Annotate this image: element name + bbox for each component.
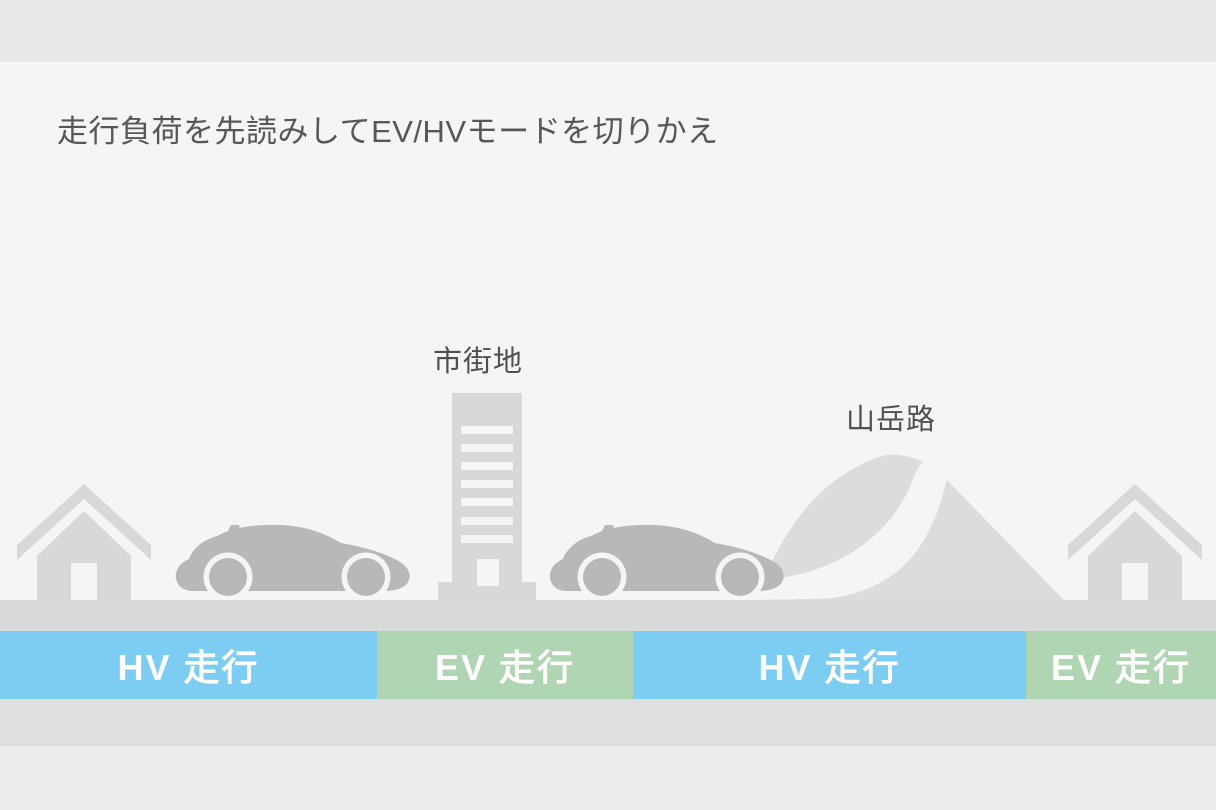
urban-area-label: 市街地: [433, 346, 524, 378]
road-curve: [490, 456, 949, 600]
top-band: [0, 0, 1216, 62]
mode-segment-hv-2: HV 走行: [633, 631, 1026, 699]
drive-mode-bar: HV 走行 EV 走行 HV 走行 EV 走行: [0, 631, 1216, 699]
page-title: 走行負荷を先読みしてEV/HVモードを切りかえ: [57, 114, 719, 149]
mode-segment-label: EV 走行: [1050, 647, 1192, 688]
mode-segment-label: HV 走行: [758, 647, 901, 688]
mode-segment-label: HV 走行: [117, 647, 260, 688]
mode-segment-label: EV 走行: [434, 647, 576, 688]
house-icon: [17, 484, 151, 600]
road-ground-strip: [0, 600, 1216, 631]
strip-below-bar: [0, 699, 1216, 746]
scene-illustration: [17, 393, 1202, 600]
mountain-road-label: 山岳路: [846, 404, 937, 436]
house-icon: [1068, 484, 1202, 600]
office-building-icon: [438, 393, 536, 600]
sedan-car-icon: [549, 524, 784, 600]
sedan-car-icon: [175, 524, 410, 600]
mode-segment-ev-2: EV 走行: [1026, 631, 1216, 699]
mode-segment-hv-1: HV 走行: [0, 631, 377, 699]
mountain-icon: [490, 454, 1064, 600]
bottom-band: [0, 746, 1216, 810]
mode-segment-ev-1: EV 走行: [377, 631, 633, 699]
